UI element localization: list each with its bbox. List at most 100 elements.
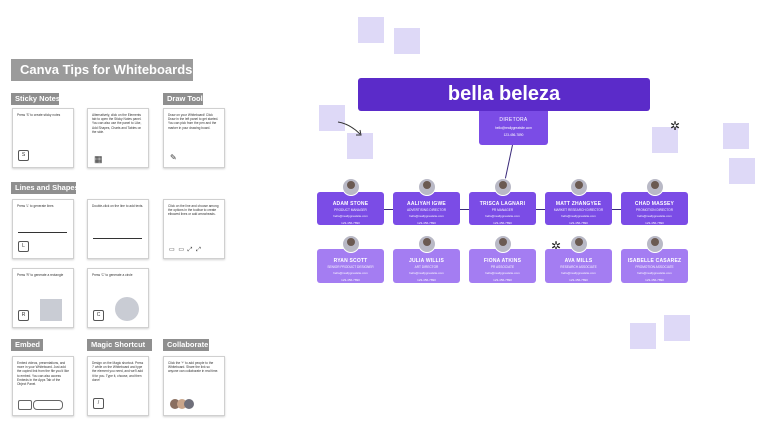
tip-text: Double-click on the line to add texts.	[92, 204, 144, 208]
connector-line	[384, 209, 393, 210]
person-role: PROMOTION ASSOCIATE	[635, 265, 674, 269]
key-r: R	[18, 310, 29, 321]
rectangle-shape	[40, 299, 62, 321]
person-phone: 123-456-7890	[645, 220, 664, 225]
tip-text: Press 'R' to generate a rectangle	[17, 273, 64, 277]
deco-square	[723, 123, 749, 149]
person-role: PROMOTION DIRECTOR	[635, 208, 674, 212]
tip-card-sticky-2[interactable]: Alternatively, click on the Elements tab…	[87, 108, 149, 168]
tip-card-embed[interactable]: Embed videos, presentations, and more in…	[12, 356, 74, 416]
manager-card-adam[interactable]: ADAM STONE PRODUCT MANAGER hello@reallyg…	[317, 192, 384, 225]
person-role: ADVERTISING DIRECTOR	[406, 208, 447, 212]
person-role: PR MANAGER	[491, 208, 514, 212]
person-role: ART DIRECTOR	[414, 265, 439, 269]
person-email: hello@reallygreatsite.com	[409, 271, 444, 275]
tip-text: Click the '+' to add people to the White…	[168, 361, 219, 374]
person-role: RESEARCH ASSOCIATE	[560, 265, 597, 269]
deco-square	[652, 127, 678, 153]
staff-card-fiona[interactable]: FIONA ATKINS PR ASSOCIATE hello@reallygr…	[469, 249, 536, 283]
person-name: AVA MILLS	[564, 258, 593, 264]
tip-card-circle[interactable]: Press 'C' to generate a circle C	[87, 268, 149, 328]
person-email: hello@reallygreatsite.com	[637, 271, 672, 275]
person-email: hello@reallygreatsite.com	[409, 214, 444, 218]
deco-square	[347, 133, 373, 159]
staff-card-julia[interactable]: JULIA WILLIS ART DIRECTOR hello@reallygr…	[393, 249, 460, 283]
tip-card-rectangle[interactable]: Press 'R' to generate a rectangle R	[12, 268, 74, 328]
manager-card-trisca[interactable]: TRISCA LAGNARI PR MANAGER hello@reallygr…	[469, 192, 536, 225]
circle-shape	[115, 297, 139, 321]
org-title[interactable]: bella beleza	[358, 78, 650, 111]
tips-title: Canva Tips for Whiteboards	[11, 59, 193, 81]
person-email: hello@reallygreatsite.com	[485, 271, 520, 275]
section-lines-shapes: Lines and Shapes	[11, 182, 79, 194]
tip-card-line-text[interactable]: Double-click on the line to add texts.	[87, 199, 149, 259]
sparkle-doodle-icon: ✲	[670, 119, 681, 133]
deco-square	[394, 28, 420, 54]
person-name: CHAD MASSEY	[634, 201, 675, 207]
avatar	[494, 178, 512, 196]
tip-text: Embed videos, presentations, and more in…	[17, 361, 69, 387]
avatar	[418, 178, 436, 196]
deco-square	[358, 17, 384, 43]
person-role: PRODUCT MANAGER	[334, 208, 367, 212]
person-name: ADAM STONE	[332, 201, 369, 207]
person-phone: 123-456-7890	[569, 220, 588, 225]
avatar	[418, 235, 436, 253]
person-role: PR ASSOCIATE	[490, 265, 515, 269]
section-draw-tool: Draw Tool	[163, 93, 203, 105]
tip-card-magic[interactable]: Design on the Magic shortcut. Press '/' …	[87, 356, 149, 416]
director-email: hello@reallygreatsite.com	[495, 126, 532, 130]
tip-text: Alternatively, click on the Elements tab…	[92, 113, 142, 134]
person-role: SENIOR PRODUCT DESIGNER	[327, 265, 374, 269]
director-role: DIRETORA	[499, 117, 528, 123]
person-phone: 123-456-7890	[493, 277, 512, 282]
person-phone: 123-456-7890	[569, 277, 588, 282]
person-name: RYAN SCOTT	[333, 258, 368, 264]
key-l: L	[18, 241, 29, 252]
avatar	[570, 178, 588, 196]
tip-text: Click on the line and choose among the o…	[168, 204, 219, 217]
embed-link-pill	[33, 400, 63, 410]
arrow-doodle-icon	[337, 121, 362, 136]
section-magic-shortcut: Magic Shortcut	[87, 339, 152, 351]
person-role: MARKET RESEARCH DIRECTOR	[553, 208, 604, 212]
connector-line	[460, 209, 469, 210]
person-name: ISABELLE CASAREZ	[627, 258, 682, 264]
deco-square	[630, 323, 656, 349]
person-phone: 123-456-7890	[493, 220, 512, 225]
key-c: C	[93, 310, 104, 321]
avatar	[342, 178, 360, 196]
tip-card-draw[interactable]: Draw on your Whiteboard! Click Draw in t…	[163, 108, 225, 168]
connector-line	[612, 209, 621, 210]
tip-card-lines[interactable]: Press 'L' to generate lines L	[12, 199, 74, 259]
director-card[interactable]: DIRETORA hello@reallygreatsite.com 123-4…	[479, 111, 548, 145]
person-phone: 123-456-7890	[417, 277, 436, 282]
tip-text: Design on the Magic shortcut. Press '/' …	[92, 361, 144, 382]
tip-text: Press 'C' to generate a circle	[92, 273, 133, 277]
deco-square	[319, 105, 345, 131]
deco-square	[664, 315, 690, 341]
manager-card-aaliyah[interactable]: AALIYAH IGWE ADVERTISING DIRECTOR hello@…	[393, 192, 460, 225]
person-email: hello@reallygreatsite.com	[637, 214, 672, 218]
staff-card-isabelle[interactable]: ISABELLE CASAREZ PROMOTION ASSOCIATE hel…	[621, 249, 688, 283]
embed-icon	[18, 400, 32, 410]
section-collaborate: Collaborate	[163, 339, 209, 351]
tip-card-sticky-1[interactable]: Press 'S' to create sticky notes S	[12, 108, 74, 168]
key-slash: /	[93, 398, 104, 409]
person-email: hello@reallygreatsite.com	[485, 214, 520, 218]
sticky-grid-icon: ▦	[94, 153, 103, 164]
key-s: S	[18, 150, 29, 161]
avatar	[570, 235, 588, 253]
person-phone: 123-456-7890	[645, 277, 664, 282]
tip-card-collaborate[interactable]: Click the '+' to add people to the White…	[163, 356, 225, 416]
staff-card-ava[interactable]: AVA MILLS RESEARCH ASSOCIATE hello@reall…	[545, 249, 612, 283]
deco-square	[729, 158, 755, 184]
section-embed: Embed	[11, 339, 43, 351]
pencil-icon: ✎	[170, 152, 177, 162]
manager-card-chad[interactable]: CHAD MASSEY PROMOTION DIRECTOR hello@rea…	[621, 192, 688, 225]
section-sticky-notes: Sticky Notes	[11, 93, 60, 105]
staff-card-ryan[interactable]: RYAN SCOTT SENIOR PRODUCT DESIGNER hello…	[317, 249, 384, 283]
manager-card-matt[interactable]: MATT ZHANGYEE MARKET RESEARCH DIRECTOR h…	[545, 192, 612, 225]
person-phone: 123-456-7890	[341, 277, 360, 282]
tip-card-line-options[interactable]: Click on the line and choose among the o…	[163, 199, 225, 259]
